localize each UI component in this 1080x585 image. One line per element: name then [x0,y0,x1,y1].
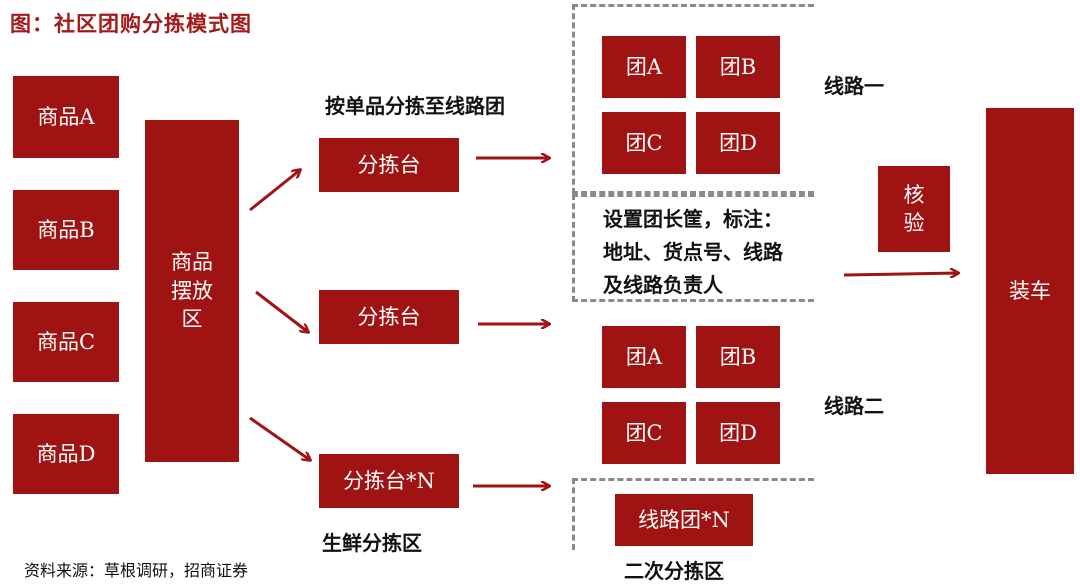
route2-group-b: 团B [696,326,780,388]
route1-group-c: 团C [602,112,686,174]
route-n-dashed-region [572,478,814,550]
sorting-method-label: 按单品分拣至线路团 [325,94,505,118]
loading-box: 装车 [986,108,1074,474]
route1-group-b: 团B [696,36,780,98]
sorting-station-1: 分拣台 [319,138,459,192]
arrow-to-station-1 [249,170,300,212]
sorting-station-2: 分拣台 [319,290,459,344]
arrow-to-station-n [249,416,310,460]
source-note: 资料来源：草根调研，招商证券 [24,561,249,580]
fresh-sorting-area-label: 生鲜分拣区 [322,531,422,555]
route-group-n: 线路团*N [615,494,753,546]
product-a-box: 商品A [13,76,119,158]
note-dashed-region [572,194,814,302]
secondary-sorting-area-label: 二次分拣区 [624,559,724,583]
sorting-station-n: 分拣台*N [319,454,459,508]
route1-label: 线路一 [824,74,884,98]
product-c-box: 商品C [13,302,119,382]
route2-group-c: 团C [602,402,686,464]
product-b-box: 商品B [13,190,119,270]
arrow-to-station-2 [255,290,308,332]
route1-group-a: 团A [602,36,686,98]
arrow-to-loading [843,273,958,275]
verify-box: 核 验 [878,166,950,252]
page-title: 图：社区团购分拣模式图 [10,11,252,36]
route1-dashed-region [572,4,814,194]
route2-group-a: 团A [602,326,686,388]
product-d-box: 商品D [13,414,119,494]
route2-group-d: 团D [696,402,780,464]
product-display-area: 商品 摆放 区 [145,120,239,462]
route1-group-d: 团D [696,112,780,174]
basket-note: 设置团长筐，标注： 地址、货点号、线路 及线路负责人 [603,207,783,297]
route2-label: 线路二 [824,394,884,418]
